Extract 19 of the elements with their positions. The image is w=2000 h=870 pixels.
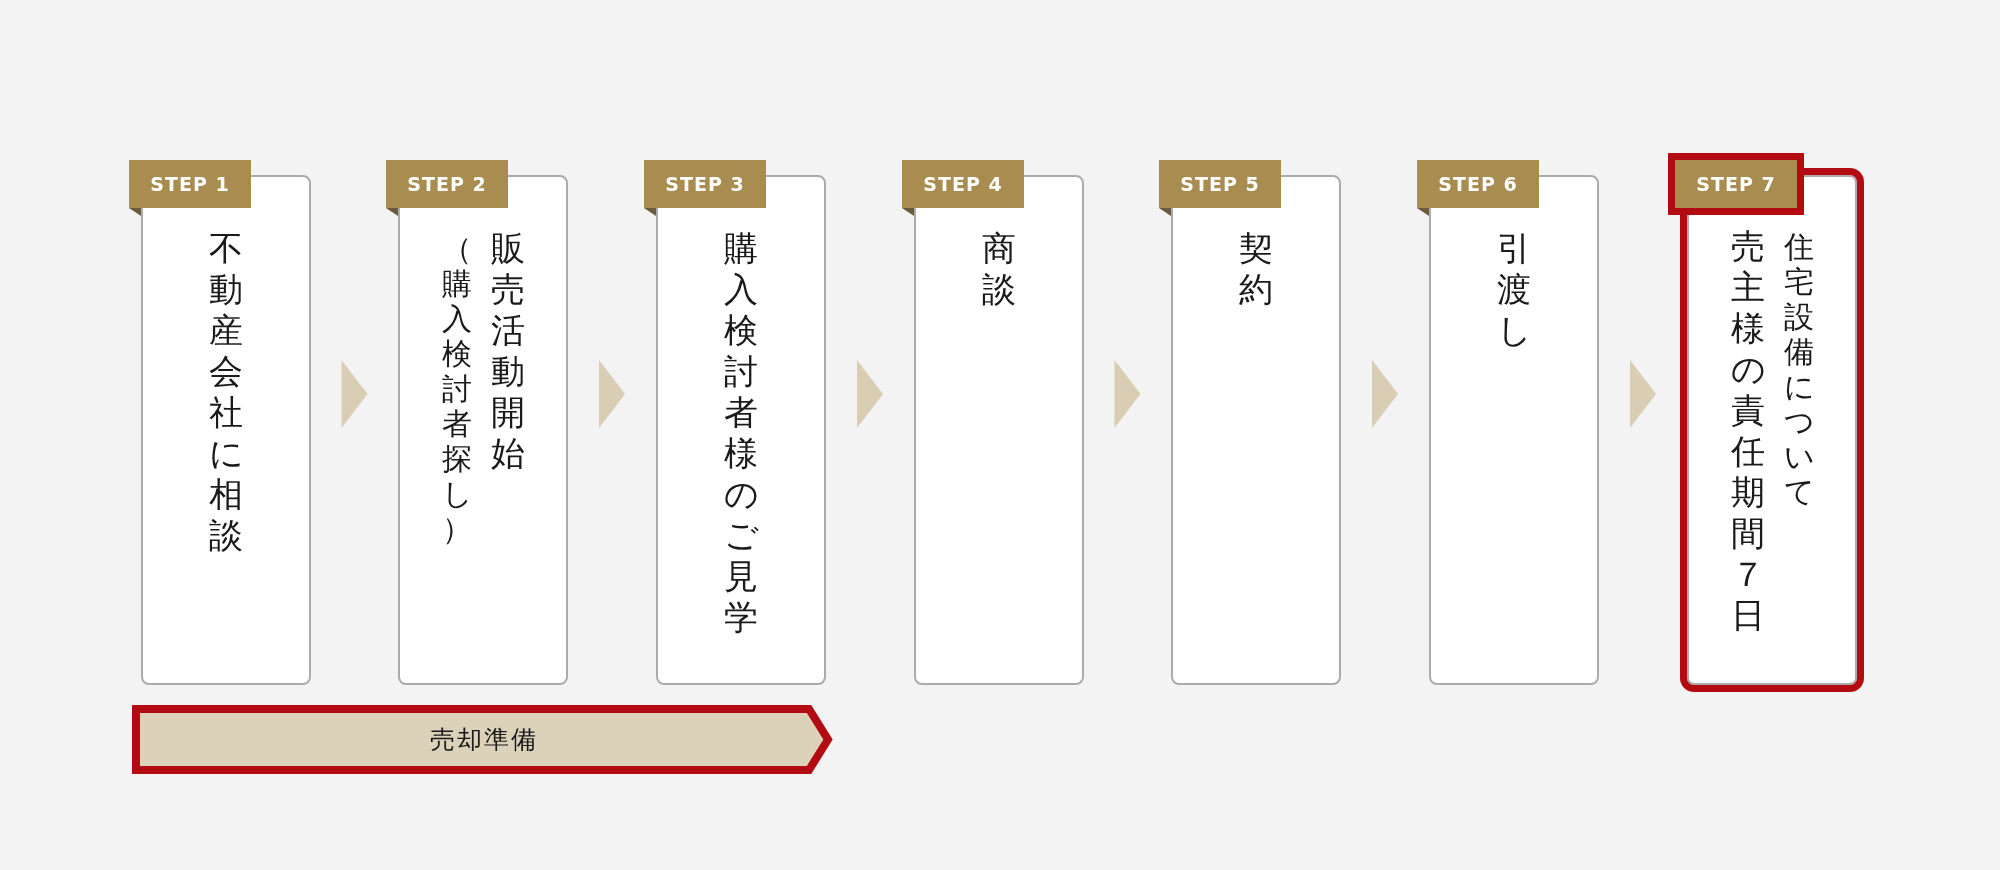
step-tag: STEP 3: [644, 160, 766, 208]
step-tag: STEP 1: [129, 160, 251, 208]
step-tag: STEP 5: [1159, 160, 1281, 208]
step-text: 購入検討者様のご見学: [724, 228, 758, 638]
step-text: 不動産会社に相談: [209, 228, 243, 556]
step-text: 引渡し: [1497, 228, 1531, 351]
chevron-arrow: [1630, 360, 1656, 428]
step-text: 商談: [982, 228, 1016, 310]
step-tag: STEP 7: [1668, 153, 1804, 215]
step-tag: STEP 4: [902, 160, 1024, 208]
step-tag: STEP 2: [386, 160, 508, 208]
step-text: 契約: [1239, 228, 1273, 310]
chevron-arrow: [857, 360, 883, 428]
chevron-arrow: [1372, 360, 1398, 428]
chevron-arrow: [599, 360, 625, 428]
phase-band: 売却準備: [132, 705, 836, 774]
chevron-arrow: [341, 360, 368, 428]
chevron-arrow: [1114, 360, 1141, 428]
step-tag: STEP 6: [1417, 160, 1539, 208]
